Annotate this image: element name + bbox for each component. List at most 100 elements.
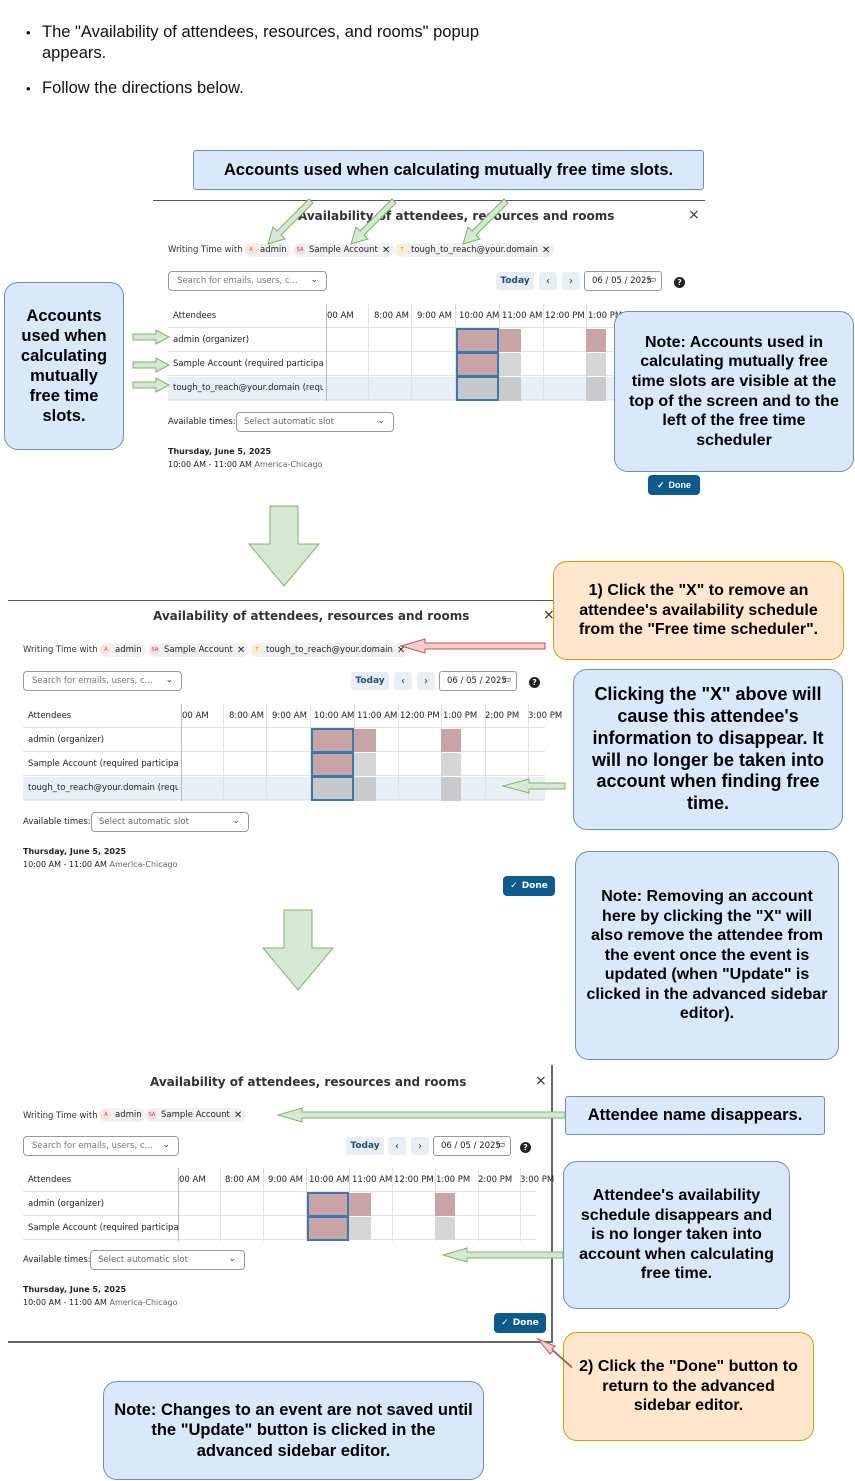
date-field[interactable]: 06 / 05 / 2025 ▭ [439, 671, 517, 691]
date-field[interactable]: 06 / 05 / 2025 ▭ [433, 1136, 511, 1156]
time-label: 00 AM [327, 311, 354, 321]
scheduler-header: Attendees [23, 704, 545, 728]
avatar: T [397, 245, 407, 255]
remove-chip-icon[interactable]: ✕ [236, 644, 246, 656]
remove-chip-icon[interactable]: ✕ [396, 644, 406, 656]
time-label: 2:00 PM [485, 711, 520, 721]
time-label: 9:00 AM [417, 311, 452, 321]
selected-slot[interactable] [456, 352, 499, 377]
attendee-name: Sample Account (required participant) [173, 359, 323, 369]
callout-name-disappears: Attendee name disappears. [565, 1096, 825, 1135]
chip-sample-account: SA Sample Account ✕ [145, 1108, 247, 1122]
prev-day-button[interactable]: ‹ [394, 672, 412, 690]
search-placeholder: Search for emails, users, c... [32, 1141, 153, 1151]
date-field[interactable]: 06 / 05 / 2025 ▭ [584, 271, 662, 291]
writing-time-label: Writing Time with [23, 645, 98, 655]
intro-instructions: The "Availability of attendees, resource… [24, 22, 544, 113]
scheduler-header: Attendees [168, 304, 623, 328]
done-button[interactable]: ✓ Done [648, 475, 700, 495]
time-label: 12:00 PM [545, 311, 585, 321]
table-row: admin (organizer) [168, 328, 623, 352]
chip-label: admin [115, 1110, 142, 1120]
free-time-scheduler: Attendees admin (organizer) Sample Accou… [23, 704, 562, 801]
time-label: 1:00 PM [436, 1175, 471, 1185]
callout-step2: 2) Click the "Done" button to return to … [563, 1332, 814, 1441]
done-label: Done [521, 881, 548, 891]
next-day-button[interactable]: › [562, 272, 580, 290]
done-button[interactable]: ✓ Done [503, 876, 555, 896]
today-button[interactable]: Today [346, 1137, 384, 1155]
remove-chip-icon[interactable]: ✕ [233, 1109, 243, 1121]
chevron-down-icon: ⌄ [228, 1254, 236, 1264]
selected-slot[interactable] [307, 1192, 349, 1217]
available-times-select[interactable]: Select automatic slot ⌄ [90, 1250, 245, 1270]
callout-step1: 1) Click the "X" to remove an attendee's… [553, 561, 844, 660]
selected-slot[interactable] [311, 728, 354, 753]
available-times-select[interactable]: Select automatic slot ⌄ [236, 412, 394, 432]
time-label: 11:00 AM [352, 1175, 393, 1185]
today-button[interactable]: Today [351, 672, 389, 690]
select-placeholder: Select automatic slot [98, 1255, 188, 1265]
remove-chip-icon[interactable]: ✕ [541, 244, 551, 256]
callout-schedule-disappears: Attendee's availability schedule disappe… [563, 1161, 790, 1309]
popup-title: Availability of attendees, resources and… [153, 609, 470, 623]
table-row: tough_to_reach@your.domain (required par… [168, 376, 623, 400]
search-input[interactable]: Search for emails, users, c... ⌄ [23, 1136, 179, 1156]
chip-sample-account: SA Sample Account ✕ [293, 243, 395, 257]
timezone: America-Chicago [109, 1298, 178, 1307]
avatar: SA [147, 1110, 157, 1120]
help-icon[interactable]: ? [674, 277, 685, 288]
help-icon[interactable]: ? [529, 677, 540, 688]
selected-slot[interactable] [311, 752, 354, 777]
next-day-button[interactable]: › [417, 672, 435, 690]
time-label: 10:00 AM [309, 1175, 350, 1185]
time-range: 10:00 AM - 11:00 AM [168, 460, 252, 469]
free-time-scheduler: Attendees admin (organizer) Sample Accou… [23, 1168, 554, 1241]
search-input[interactable]: Search for emails, users, c... ⌄ [168, 271, 327, 291]
selected-slot[interactable] [456, 376, 499, 401]
time-label: 11:00 AM [357, 711, 398, 721]
close-icon[interactable]: × [688, 207, 700, 223]
writing-time-label: Writing Time with [23, 1111, 98, 1121]
avatar: T [252, 645, 262, 655]
time-label: 8:00 AM [225, 1175, 260, 1185]
table-row: tough_to_reach@your.domain (required par… [23, 776, 545, 800]
selected-slot[interactable] [307, 1216, 349, 1241]
select-placeholder: Select automatic slot [99, 817, 189, 827]
attendee-name: tough_to_reach@your.domain (required par… [28, 783, 178, 793]
calendar-icon: ▭ [496, 1140, 505, 1150]
close-icon[interactable]: × [535, 1073, 547, 1089]
time-label: 11:00 AM [502, 311, 543, 321]
date-value: 06 / 05 / 2025 [441, 1141, 501, 1151]
selected-slot[interactable] [456, 328, 499, 353]
event-date: Thursday, June 5, 2025 [23, 1285, 127, 1294]
time-label: 9:00 AM [268, 1175, 303, 1185]
available-times-select[interactable]: Select automatic slot ⌄ [91, 812, 249, 832]
available-times-label: Available times: [168, 417, 236, 427]
chevron-down-icon: ⌄ [162, 1140, 170, 1150]
chevron-down-icon: ⌄ [232, 816, 240, 826]
today-button[interactable]: Today [496, 272, 534, 290]
search-input[interactable]: Search for emails, users, c... ⌄ [23, 671, 182, 691]
time-label: 00 AM [179, 1175, 206, 1185]
chip-label: Sample Account [161, 1110, 230, 1120]
attendee-name: tough_to_reach@your.domain (required par… [173, 383, 323, 393]
next-day-button[interactable]: › [411, 1137, 429, 1155]
chip-label: tough_to_reach@your.domain [266, 645, 393, 655]
help-icon[interactable]: ? [520, 1142, 531, 1153]
done-label: Done [668, 480, 692, 490]
table-row: Sample Account (required participant) [23, 1216, 536, 1240]
selected-slot[interactable] [311, 776, 354, 801]
close-icon[interactable]: × [543, 607, 555, 623]
search-placeholder: Search for emails, users, c... [32, 676, 153, 686]
prev-day-button[interactable]: ‹ [388, 1137, 406, 1155]
done-button[interactable]: ✓ Done [494, 1313, 546, 1333]
big-down-arrow-2 [261, 909, 335, 991]
popup-screenshot-3: Availability of attendees, resources and… [8, 1065, 554, 1343]
popup-screenshot-1: Availability of attendees, resources and… [153, 200, 705, 485]
callout-note-changes: Note: Changes to an event are not saved … [103, 1381, 484, 1480]
chip-label: Sample Account [309, 245, 378, 255]
time-label: 10:00 AM [459, 311, 500, 321]
remove-chip-icon[interactable]: ✕ [381, 244, 391, 256]
prev-day-button[interactable]: ‹ [539, 272, 557, 290]
